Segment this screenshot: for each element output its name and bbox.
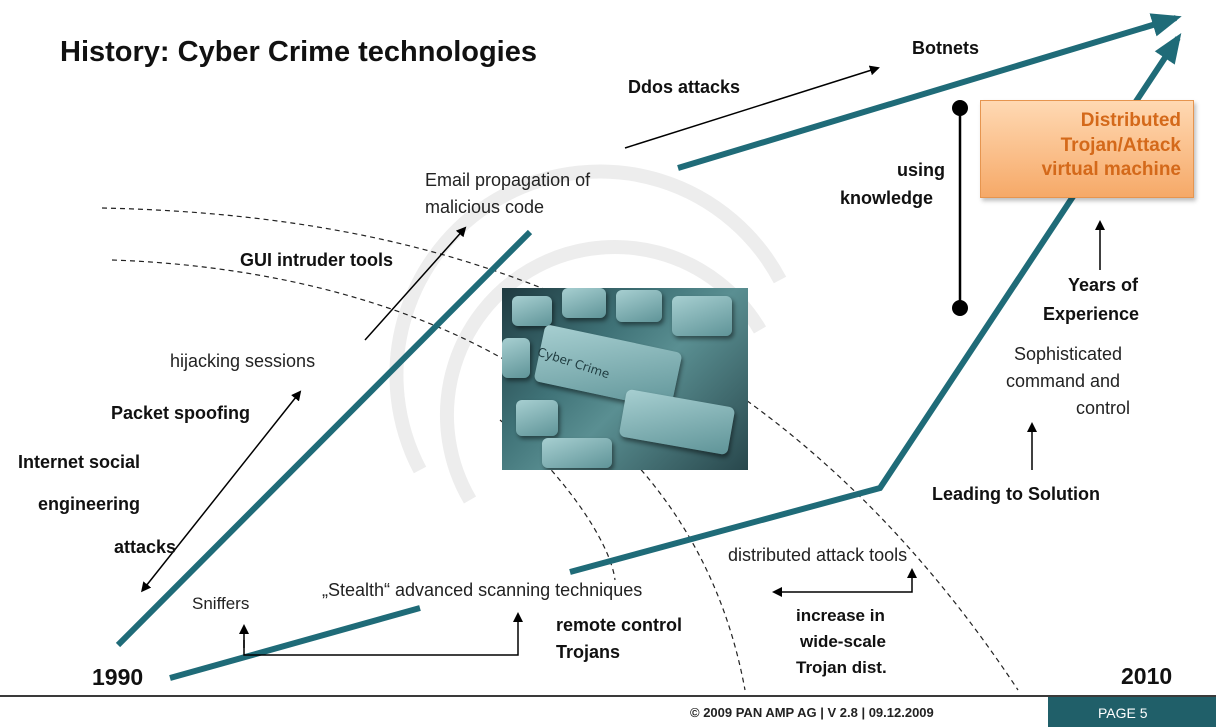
label-email-line2: malicious code	[425, 197, 545, 217]
label-remote-line1: remote control	[556, 615, 683, 635]
page-number-tab: PAGE 5	[1048, 697, 1216, 727]
label-hijacking: hijacking sessions	[170, 351, 316, 371]
label-sophisticated-line3: control	[1076, 398, 1131, 418]
page-number: PAGE 5	[1098, 705, 1148, 721]
year-end: 2010	[1121, 663, 1173, 689]
label-leading: Leading to Solution	[932, 484, 1100, 504]
label-using-line1: using	[897, 160, 945, 180]
label-increase-line3: Trojan dist.	[796, 658, 887, 677]
page-title: History: Cyber Crime technologies	[60, 36, 537, 68]
highlight-box: Distributed Trojan/Attack virtual machin…	[980, 100, 1194, 198]
highlight-box-text: Distributed Trojan/Attack virtual machin…	[1041, 110, 1181, 181]
teal-line-lower	[169, 605, 421, 681]
label-years-line2: Experience	[1043, 304, 1140, 324]
label-social-line3: attacks	[114, 537, 177, 557]
label-years-line1: Years of	[1068, 275, 1139, 295]
arrow-to-email	[364, 226, 467, 341]
label-stealth: „Stealth“ advanced scanning techniques	[322, 580, 643, 600]
label-botnets: Botnets	[912, 38, 979, 58]
label-social-line1: Internet social	[18, 452, 141, 472]
footer-copyright: © 2009 PAN AMP AG | V 2.8 | 09.12.2009	[690, 705, 934, 720]
label-distributed-tools: distributed attack tools	[728, 545, 908, 565]
arrow-social-spoofing	[141, 390, 302, 593]
cyber-crime-keyboard-image: Cyber Crime	[502, 288, 748, 470]
arrow-increase-distributed	[772, 568, 917, 597]
label-ddos: Ddos attacks	[628, 77, 741, 97]
arrow-ddos-to-botnets	[624, 65, 880, 149]
label-remote-line2: Trojans	[556, 642, 621, 662]
label-packet-spoofing: Packet spoofing	[111, 403, 251, 423]
label-social-line2: engineering	[38, 494, 141, 514]
label-gui-tools: GUI intruder tools	[240, 250, 393, 270]
label-increase-line1: increase in	[796, 606, 885, 625]
label-sophisticated-line2: command and	[1006, 371, 1121, 391]
teal-line-botnets	[677, 13, 1182, 171]
knowledge-bar	[952, 100, 968, 316]
dashed-curve-middle	[111, 259, 746, 691]
footer-divider	[0, 695, 1216, 697]
year-start: 1990	[92, 664, 144, 690]
watermark-arcs	[389, 164, 787, 504]
label-sniffers: Sniffers	[192, 594, 250, 613]
label-sophisticated-line1: Sophisticated	[1014, 344, 1123, 364]
label-email-line1: Email propagation of	[425, 170, 591, 190]
label-using-line2: knowledge	[840, 188, 934, 208]
label-increase-line2: wide-scale	[800, 632, 886, 651]
